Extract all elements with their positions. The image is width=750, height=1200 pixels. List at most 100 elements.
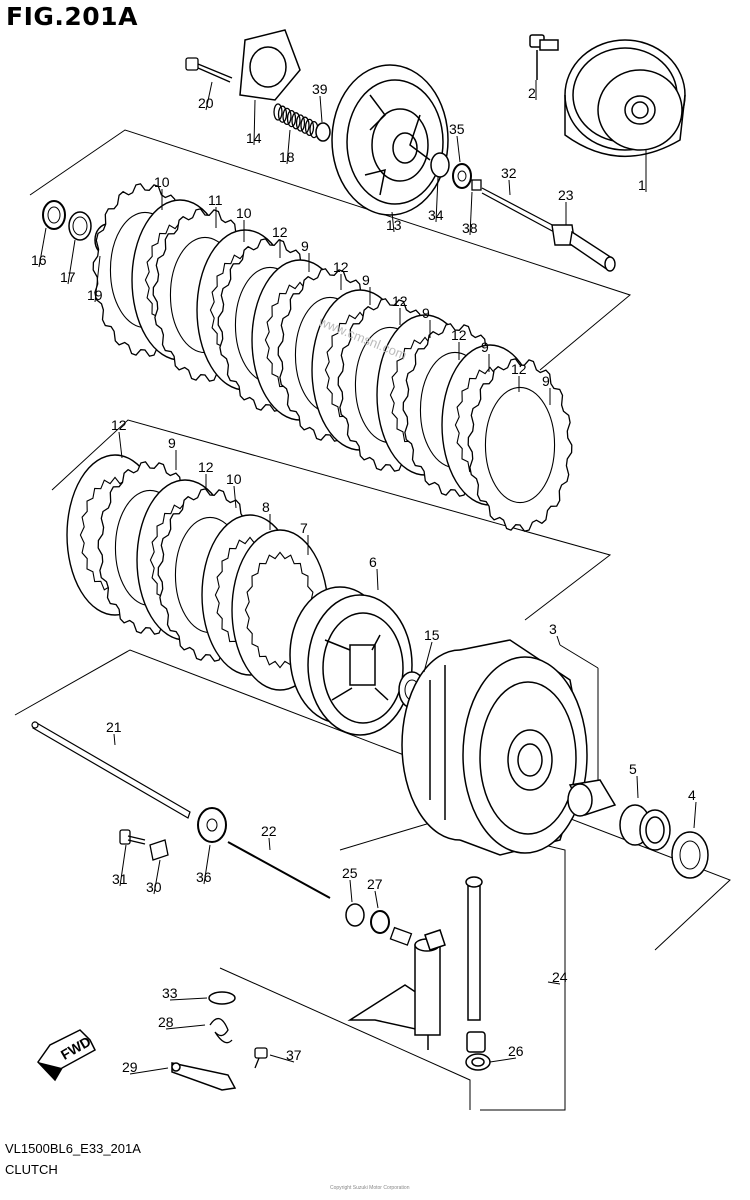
- callout-p9f: 9: [168, 435, 176, 451]
- leader-line: [508, 179, 511, 196]
- callout-p12d: 12: [451, 327, 467, 343]
- callout-p18: 18: [279, 149, 295, 165]
- callout-p38: 38: [462, 220, 478, 236]
- bearing-26: [465, 1031, 491, 1071]
- push-rod-22: [227, 841, 331, 899]
- callout-p22: 22: [261, 823, 277, 839]
- leader-line: [489, 1057, 517, 1063]
- sleeve: [567, 779, 617, 817]
- lifter-plate-14: [239, 29, 301, 101]
- leader-line: [119, 844, 127, 887]
- clutch-spring-18: [273, 103, 319, 139]
- washer-33: [208, 991, 236, 1005]
- callout-p10b: 10: [236, 205, 252, 221]
- leader-line: [319, 95, 323, 123]
- leader-line: [205, 81, 213, 111]
- callout-p10a: 10: [154, 174, 170, 190]
- callout-p4: 4: [688, 787, 696, 803]
- callout-p17: 17: [60, 269, 76, 285]
- callout-p24: 24: [552, 969, 568, 985]
- leader-line: [113, 733, 116, 746]
- callout-p37: 37: [286, 1047, 302, 1063]
- clutch-sleeve-hub: [564, 39, 686, 157]
- seal-16: [42, 200, 66, 230]
- push-piece-23: [551, 224, 616, 272]
- leader-line: [391, 211, 395, 233]
- callout-p6: 6: [369, 554, 377, 570]
- callout-p32: 32: [501, 165, 517, 181]
- leader-line: [67, 239, 76, 285]
- washer-34: [430, 152, 450, 178]
- leader-line: [456, 135, 461, 163]
- callout-p21: 21: [106, 719, 122, 735]
- needle-bearing-5: [619, 804, 671, 851]
- clutch-housing-3: [401, 639, 588, 856]
- clutch-hub-6: [289, 586, 413, 736]
- callout-p34: 34: [428, 207, 444, 223]
- callout-p28: 28: [158, 1014, 174, 1030]
- leader-line: [203, 844, 211, 885]
- callout-p25: 25: [342, 865, 358, 881]
- callout-p15: 15: [424, 627, 440, 643]
- lever-29: [171, 1062, 237, 1091]
- leader-line: [269, 1054, 295, 1063]
- friction-plate: [467, 358, 573, 532]
- callout-p12f: 12: [111, 417, 127, 433]
- callout-p12a: 12: [272, 224, 288, 240]
- callout-p3: 3: [549, 621, 557, 637]
- callout-p23: 23: [558, 187, 574, 203]
- callout-p14: 14: [246, 130, 262, 146]
- washer-39: [315, 122, 331, 142]
- callout-p2: 2: [528, 85, 536, 101]
- bolt-31: [119, 829, 146, 845]
- clutch-plate-stack: [66, 183, 573, 691]
- callout-p1: 1: [638, 177, 646, 193]
- leader-line: [435, 176, 439, 223]
- leader-line: [118, 431, 123, 459]
- figure-subtitle: CLUTCH: [5, 1162, 58, 1177]
- release-shaft-24: [465, 876, 483, 1021]
- release-arm: [347, 929, 446, 1050]
- leader-line: [38, 227, 47, 268]
- pin: [389, 926, 413, 946]
- callout-p19: 19: [87, 287, 103, 303]
- leader-line: [376, 568, 379, 591]
- callout-p9c: 9: [422, 305, 430, 321]
- leader-line: [636, 775, 639, 799]
- leader-line: [693, 801, 697, 829]
- callout-p13: 13: [386, 217, 402, 233]
- leader-line: [268, 837, 271, 851]
- callout-p12b: 12: [333, 259, 349, 275]
- leader-line: [349, 879, 353, 903]
- callout-p12e: 12: [511, 361, 527, 377]
- callout-p11: 11: [208, 192, 223, 208]
- leader-line: [547, 981, 561, 985]
- o-ring-25: [345, 903, 365, 927]
- callout-p20: 20: [198, 95, 214, 111]
- leader-line: [169, 997, 208, 1001]
- callout-p9e: 9: [542, 373, 550, 389]
- push-rod-32: [481, 187, 559, 234]
- forward-arrow: FWD: [37, 1029, 96, 1082]
- callout-p9a: 9: [301, 238, 309, 254]
- callout-p10c: 10: [226, 471, 242, 487]
- callout-p9b: 9: [362, 272, 370, 288]
- leader-line: [286, 129, 291, 165]
- leader-line: [94, 255, 101, 303]
- figure-code: VL1500BL6_E33_201A: [5, 1141, 141, 1156]
- leader-line: [129, 1067, 169, 1075]
- leader-line: [556, 635, 561, 646]
- callout-p31: 31: [112, 871, 128, 887]
- leader-line: [374, 890, 379, 909]
- spring-28: [209, 1018, 233, 1044]
- leader-line: [233, 485, 237, 509]
- callout-p9d: 9: [481, 339, 489, 355]
- callout-p36: 36: [196, 869, 212, 885]
- leader-line: [153, 859, 161, 895]
- callout-p5: 5: [629, 761, 637, 777]
- leader-line: [253, 99, 256, 146]
- callout-p12c: 12: [392, 293, 408, 309]
- figure-title: FIG.201A: [6, 2, 138, 31]
